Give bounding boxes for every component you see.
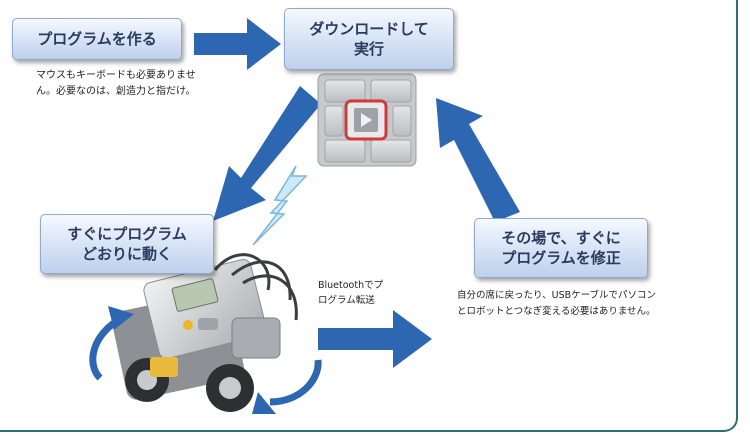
arrow-create-to-download [194,18,281,70]
bluetooth-transfer-line2: ログラム転送 [318,295,375,306]
stage-download-line1: ダウンロードして [309,20,429,38]
lightning-icon [252,165,308,246]
bluetooth-transfer-label: Bluetoothでプ ログラム転送 [318,278,383,308]
rotate-arrow-head-right [252,392,276,414]
rotate-arrow-head-left [108,306,134,330]
diagram-frame [0,0,738,432]
stage-modify-line1: その場で、すぐに [501,229,621,247]
stage-create-desc-line1: マウスもキーボードも必要ありませ [36,70,196,81]
stage-modify-desc-line1: 自分の席に戻ったり、USBケーブルでパソコン [457,290,657,301]
stage-create-desc-line2: ん。必要なのは、創造力と指だけ。 [36,86,196,97]
stage-move-line2: どおりに動く [81,245,172,263]
nxt-robot-icon [111,253,298,412]
stage-modify-line2: プログラムを修正 [501,249,621,267]
stage-modify-program: その場で、すぐに プログラムを修正 [474,218,648,278]
arrow-robot-to-modify [318,310,432,368]
stage-modify-description: 自分の席に戻ったり、USBケーブルでパソコン とロボットとつなぎ変える必要はあり… [457,288,656,320]
stage-create-program: プログラムを作る [12,18,182,60]
stage-create-description: マウスもキーボードも必要ありませ ん。必要なのは、創造力と指だけ。 [36,68,196,100]
arrow-modify-to-download [436,98,520,222]
bluetooth-transfer-line1: Bluetoothでプ [318,280,384,291]
stage-download-run: ダウンロードして 実行 [284,8,454,70]
nxt-button-panel-icon [317,73,417,167]
stage-robot-moves: すぐにプログラム どおりに動く [40,214,214,274]
stage-move-line1: すぐにプログラム [67,225,187,243]
stage-download-line2: 実行 [353,40,384,58]
arrow-download-to-move [213,86,321,221]
stage-modify-desc-line2: とロボットとつなぎ変える必要はありません。 [457,306,656,317]
stage-create-label: プログラムを作る [37,30,157,48]
